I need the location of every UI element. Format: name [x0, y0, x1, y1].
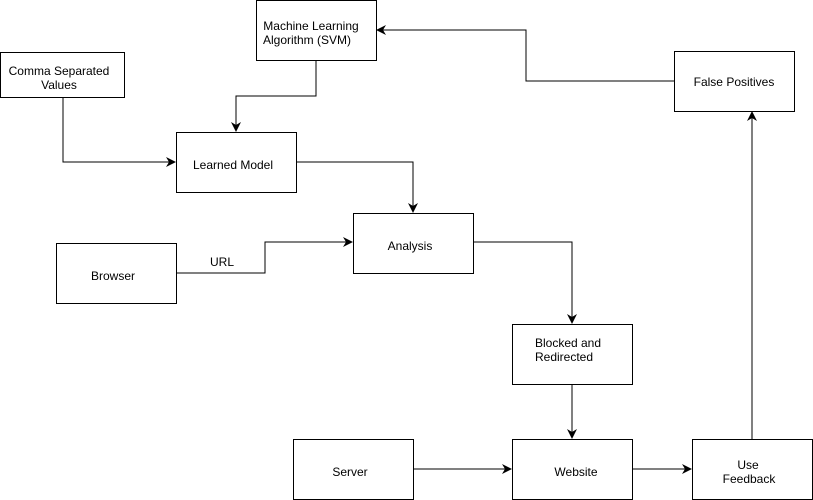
edge-ml-to-model [231, 60, 317, 132]
edge-model-to-analysis [296, 161, 418, 213]
node-browser-line-1: Browser [91, 269, 135, 283]
node-false-positives-line-1: False Positives [694, 75, 775, 89]
edge-analysis-to-blocked [473, 241, 577, 324]
node-server: Server [293, 439, 414, 500]
node-csv-line-1: Comma Separated [9, 64, 110, 78]
node-website: Website [512, 439, 633, 500]
node-browser: Browser [56, 243, 177, 304]
node-server-line-1: Server [332, 465, 367, 479]
node-use-feedback-line-2: Feedback [723, 472, 777, 486]
edge-csv-to-model [62, 97, 176, 167]
node-ml-algorithm-line-2: Algorithm (SVM) [263, 33, 351, 47]
node-false-positives: False Positives [674, 51, 795, 112]
node-analysis: Analysis [353, 213, 474, 274]
edge-browser-to-analysis [176, 237, 353, 274]
node-website-line-1: Website [554, 465, 597, 479]
node-blocked-redirected-line-1: Blocked and [535, 336, 601, 350]
node-blocked-redirected: Blocked and Redirected [512, 324, 633, 385]
node-blocked-redirected-line-2: Redirected [535, 350, 593, 364]
node-use-feedback-line-1: Use [737, 458, 759, 472]
node-use-feedback: Use Feedback [692, 439, 813, 500]
edge-falsepos-to-ml [376, 25, 674, 82]
node-analysis-line-1: Analysis [388, 239, 433, 253]
node-ml-algorithm-line-1: Machine Learning [263, 19, 358, 33]
node-ml-algorithm: Machine Learning Algorithm (SVM) [256, 0, 377, 61]
node-learned-model: Learned Model [176, 132, 297, 193]
node-csv-line-2: Values [41, 78, 77, 92]
edges: URL [62, 25, 757, 474]
edge-label-url: URL [210, 255, 234, 269]
node-learned-model-line-1: Learned Model [193, 158, 273, 172]
node-csv: Comma Separated Values [0, 52, 125, 98]
